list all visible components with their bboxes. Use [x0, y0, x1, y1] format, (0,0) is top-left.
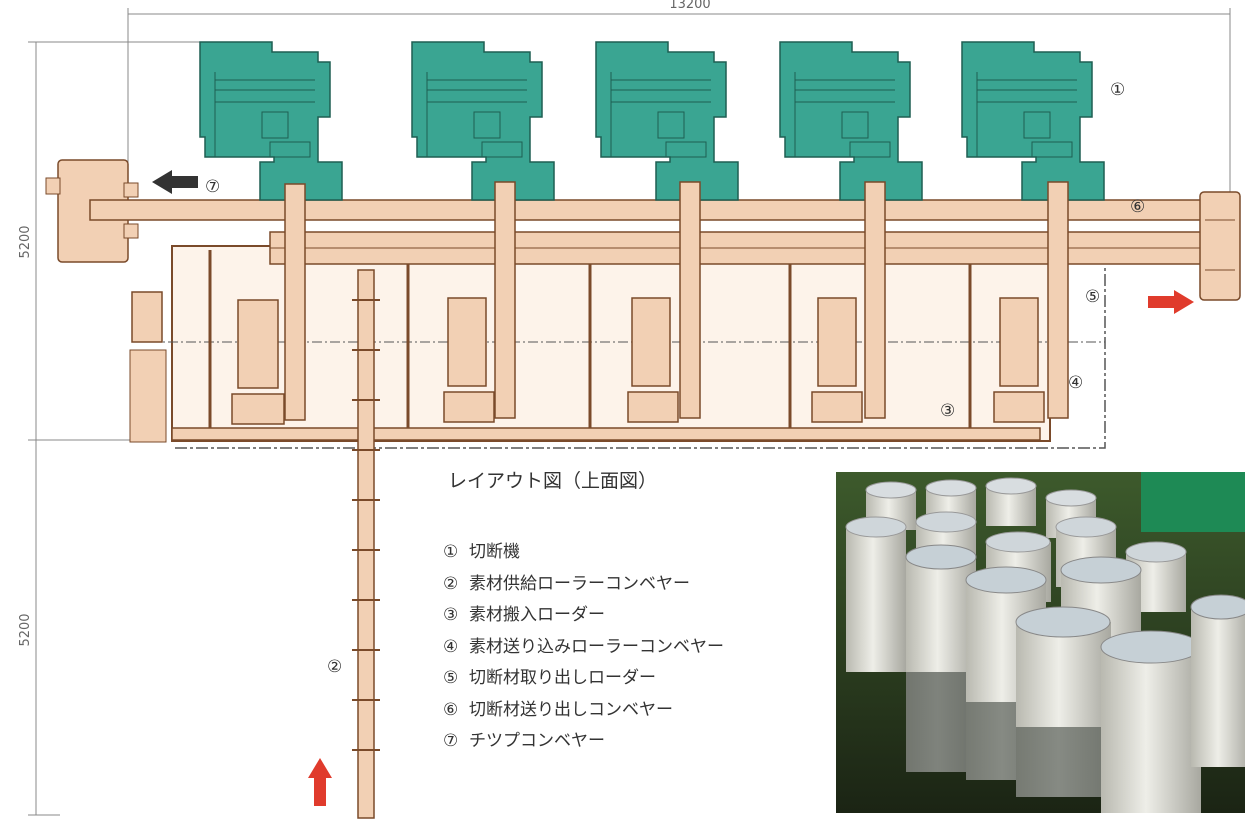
loader-unit: [231, 297, 1045, 425]
marker-4: ④: [1068, 373, 1083, 393]
legend-label: 切断材取り出しローダー: [469, 668, 656, 688]
legend: ① 切断機 ② 素材供給ローラーコンベヤー ③ 素材搬入ローダー ④ 素材送り込みローラ…: [443, 537, 724, 758]
legend-label: チツプコンベヤー: [469, 731, 605, 751]
legend-label: 素材送り込みローラーコンベヤー: [469, 636, 724, 657]
loader-frame: [150, 245, 1106, 449]
legend-number: ⑦: [443, 731, 459, 751]
marker-1: ①: [1110, 80, 1125, 100]
diagram-caption: レイアウト図（上面図）: [448, 470, 658, 492]
legend-number: ④: [443, 636, 459, 657]
marker-3: ③: [940, 401, 955, 421]
dim-height-lower: 5200: [18, 613, 33, 646]
cutting-machine: [595, 41, 739, 201]
material-supply-roller-conveyor: [352, 269, 380, 819]
side-control-box: [131, 291, 163, 343]
legend-number: ③: [443, 605, 459, 625]
marker-7: ⑦: [205, 177, 220, 197]
dimension-lines: [28, 8, 1231, 816]
side-cabinet: [129, 349, 167, 443]
cutting-machine: [961, 41, 1105, 201]
legend-item: ⑤ 切断材取り出しローダー: [443, 663, 724, 695]
legend-item: ② 素材供給ローラーコンベヤー: [443, 569, 724, 601]
legend-label: 切断材送り出しコンベヤー: [469, 699, 673, 720]
cut-workpieces-photo: [836, 472, 1245, 813]
legend-label: 素材搬入ローダー: [469, 605, 605, 625]
legend-item: ① 切断機: [443, 537, 724, 569]
legend-label: 素材供給ローラーコンベヤー: [469, 573, 690, 594]
legend-label: 切断機: [469, 542, 520, 562]
legend-item: ③ 素材搬入ローダー: [443, 600, 724, 632]
cutting-machine: [779, 41, 923, 201]
legend-number: ⑤: [443, 668, 459, 688]
cutting-machine: [411, 41, 555, 201]
conveyor-end-unit: [1199, 191, 1241, 301]
feed-in-roller-conveyor: [284, 181, 1069, 421]
legend-number: ⑥: [443, 699, 459, 720]
cutting-machine: [199, 41, 343, 201]
marker-5: ⑤: [1085, 287, 1100, 307]
legend-item: ⑦ チツプコンベヤー: [443, 726, 724, 758]
legend-item: ④ 素材送り込みローラーコンベヤー: [443, 632, 724, 664]
dim-height-upper: 5200: [18, 225, 33, 258]
legend-number: ①: [443, 542, 459, 562]
marker-2: ②: [327, 657, 342, 677]
material-inflow-arrow: [308, 758, 332, 806]
dim-width-top: 13200: [669, 0, 710, 12]
loader-bottom-rail: [171, 427, 1041, 441]
cut-material-outlet-conveyor: [89, 199, 1216, 221]
marker-6: ⑥: [1130, 197, 1145, 217]
legend-number: ②: [443, 573, 459, 594]
cylinder-row-front: [905, 544, 1245, 813]
product-outflow-arrow: [1148, 290, 1194, 314]
chip-outflow-arrow: [152, 170, 198, 194]
legend-item: ⑥ 切断材送り出しコンベヤー: [443, 695, 724, 727]
